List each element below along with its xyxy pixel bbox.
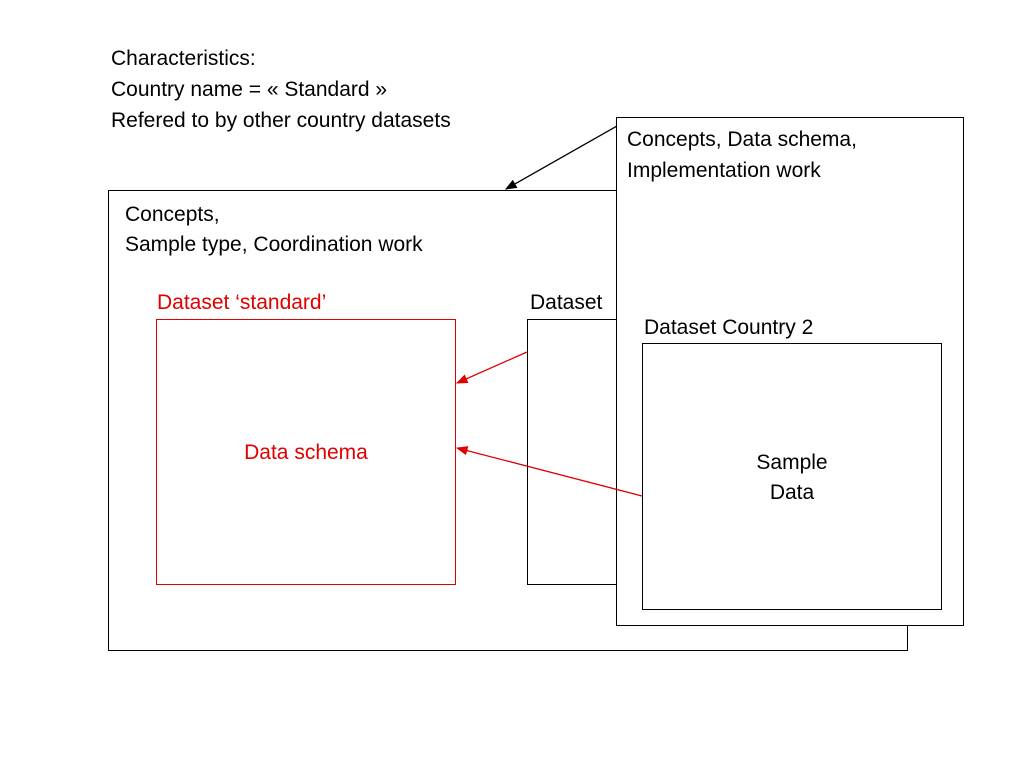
- country2-dataset-label: Dataset Country 2: [644, 316, 814, 339]
- characteristics-reference: Refered to by other country datasets: [111, 109, 451, 132]
- country2-implementation-label: Implementation work: [627, 159, 821, 182]
- country2-dataset-box: [642, 343, 942, 610]
- country2-data-label: Data: [769, 481, 815, 504]
- standard-dataset-data-schema: Data schema: [244, 441, 368, 464]
- main-container-sample-type-label: Sample type, Coordination work: [125, 233, 423, 256]
- characteristics-country-name: Country name = « Standard »: [111, 78, 388, 101]
- characteristics-title: Characteristics:: [111, 47, 256, 70]
- main-container-concepts-label: Concepts,: [125, 203, 220, 226]
- standard-dataset-label: Dataset ‘standard’: [157, 291, 327, 314]
- country2-sample-label: Sample: [756, 451, 828, 474]
- standard-dataset-box: [156, 319, 456, 585]
- country2-to-standard-arrow: [455, 446, 643, 497]
- country2-concepts-label: Concepts, Data schema,: [627, 128, 857, 151]
- country1-dataset-label: Dataset: [530, 291, 603, 314]
- characteristics-pointer-arrow: [504, 125, 618, 190]
- country1-to-standard-arrow: [455, 351, 528, 384]
